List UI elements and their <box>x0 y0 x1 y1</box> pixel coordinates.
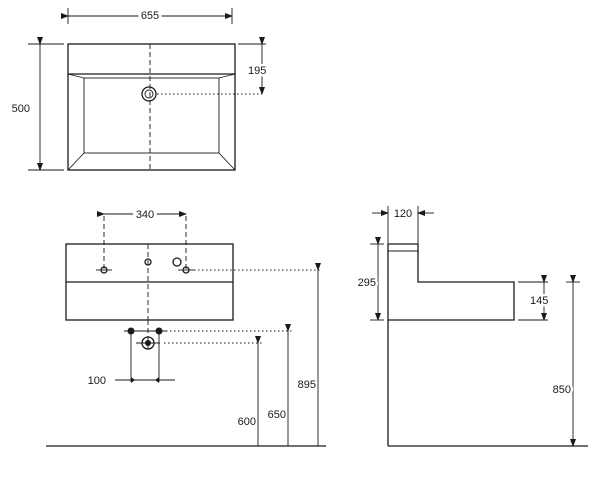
tap-hole-center <box>172 257 182 267</box>
basin-outline-top <box>67 43 236 171</box>
dim-120: 120 <box>394 208 412 220</box>
waste-fitting <box>124 320 166 382</box>
basin-outline-side <box>387 243 515 321</box>
overflow-hole <box>144 258 152 266</box>
dim-600: 600 <box>238 416 256 428</box>
dim-295: 295 <box>358 277 376 289</box>
side-view: 120 295 145 850 <box>355 205 588 447</box>
dim-145: 145 <box>530 295 548 307</box>
front-view: 340 100 600 650 895 <box>46 206 326 447</box>
dim-650: 650 <box>268 409 286 421</box>
dim-850: 850 <box>553 384 571 396</box>
tap-hole-top <box>141 86 157 102</box>
basin-bowl-inner <box>83 77 220 154</box>
dim-655: 655 <box>141 10 159 22</box>
dim-100: 100 <box>88 375 106 387</box>
dim-195: 195 <box>248 65 266 77</box>
top-view: 655 500 195 <box>12 7 269 171</box>
dim-895: 895 <box>298 379 316 391</box>
dim-500: 500 <box>12 103 30 115</box>
dim-340: 340 <box>136 209 154 221</box>
